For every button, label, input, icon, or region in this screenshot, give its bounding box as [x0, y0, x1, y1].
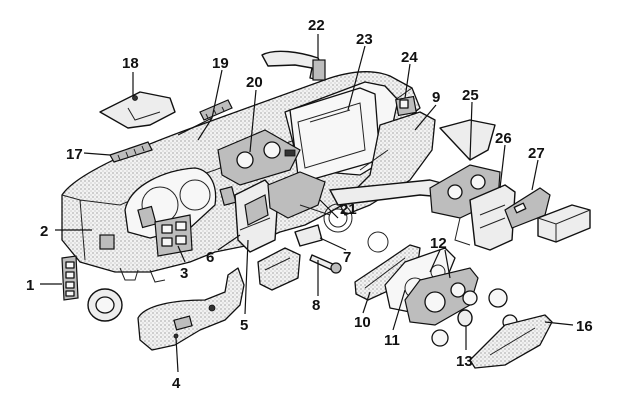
center-console-20	[217, 129, 301, 186]
callout-20: 20	[246, 74, 263, 91]
bracket-7	[294, 224, 323, 247]
callout-11: 11	[384, 332, 400, 349]
switches-19	[199, 99, 233, 121]
control-bracket-26	[469, 184, 516, 251]
speaker-ring	[87, 288, 123, 322]
callout-22: 22	[308, 17, 325, 34]
callout-3: 3	[180, 265, 188, 282]
lower-console	[234, 179, 279, 253]
callout-4: 4	[172, 375, 181, 392]
callout-8: 8	[312, 297, 320, 314]
callout-26: 26	[495, 130, 512, 147]
callout-17: 17	[66, 146, 83, 163]
switch-24	[395, 95, 417, 117]
control-unit-27	[504, 187, 551, 229]
callout-21: 21	[340, 201, 357, 218]
lower-cover	[257, 247, 301, 291]
callout-12: 12	[430, 235, 447, 252]
callout-5: 5	[240, 317, 248, 334]
bracket-22	[261, 50, 326, 81]
callout-1: 1	[26, 277, 34, 294]
callout-6: 6	[206, 249, 214, 266]
callout-23: 23	[356, 31, 373, 48]
leader-lines	[40, 34, 574, 373]
bracket-18	[99, 91, 176, 129]
callout-9: 9	[432, 89, 440, 106]
callout-13: 13	[456, 353, 473, 370]
switch-pack-3	[154, 214, 193, 257]
pin-8	[309, 254, 342, 274]
knee-panel-4	[137, 267, 245, 351]
callout-16: 16	[576, 318, 593, 335]
callout-2: 2	[40, 223, 48, 240]
radio-box	[537, 204, 591, 243]
switch-bar-1	[61, 255, 79, 301]
switch-strip-17	[109, 141, 153, 163]
lens-16	[469, 314, 553, 369]
callout-19: 19	[212, 55, 229, 72]
callout-25: 25	[462, 87, 479, 104]
callout-24: 24	[401, 49, 418, 66]
callout-7: 7	[343, 249, 351, 266]
callout-18: 18	[122, 55, 139, 72]
radio-21	[267, 171, 353, 233]
callout-10: 10	[354, 314, 371, 331]
callout-27: 27	[528, 145, 545, 162]
callout-labels: 1 2 3 4 5 6 7 8 9 10 11 12 13 16 17 18 1…	[26, 17, 593, 392]
